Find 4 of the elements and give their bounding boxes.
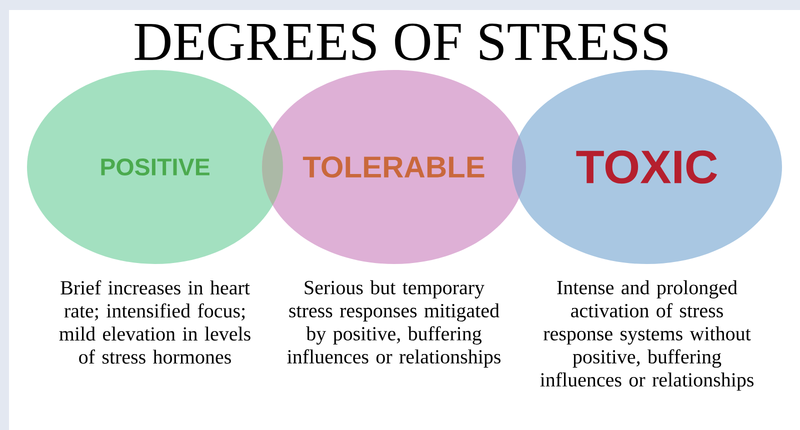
title: DEGREES OF STRESS — [134, 24, 668, 60]
description-text: Serious but temporary stress responses mitigated by positive, buffering influences or relationships — [287, 280, 500, 368]
description-text: Intense and prolonged activation of stress response systems without positive, buffering influences or relationships — [540, 280, 754, 391]
description-text: Brief increases in heart rate; intensified focus; mild elevation in levels of stress hormones — [59, 280, 250, 364]
